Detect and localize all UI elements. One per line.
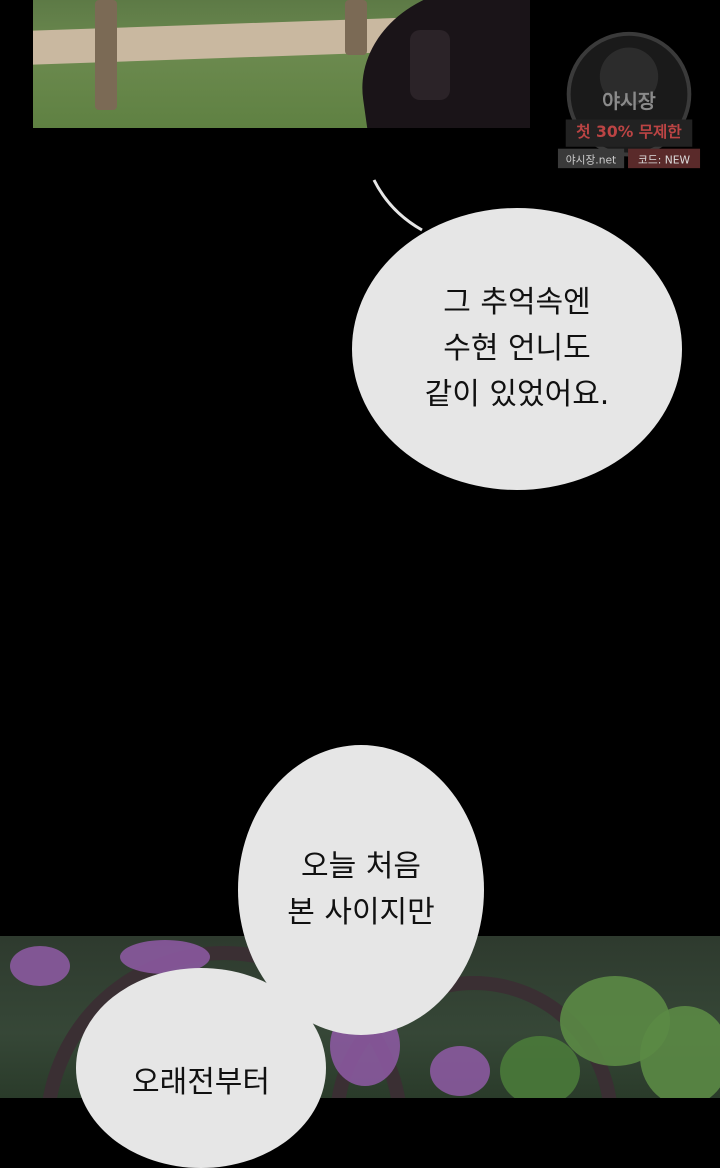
bubble-tail-line [372,179,423,232]
top-illustration-panel [33,0,530,128]
bubble-line: 본 사이지만 [287,895,435,930]
bubble-line: 오늘 처음 [301,849,421,884]
speech-bubble-long-ago: 오래전부터 [76,968,326,1168]
watermark-promo: 첫 30% 무제한 [576,122,682,141]
speech-bubble-memory: 그 추억속엔 수현 언니도 같이 있었어요. [352,208,682,490]
tree-trunk [345,0,367,55]
wisteria-flower [430,1046,490,1096]
bubble-line: 그 추억속엔 [443,285,591,320]
watermark-code: 코드: NEW [638,153,690,166]
bubble-line: 수현 언니도 [443,331,591,366]
foliage [500,1036,580,1098]
watermark-seal-icon: 야시장 첫 30% 무제한 야시장.net 코드: NEW [557,31,701,169]
watermark-brand: 야시장 [602,90,656,113]
character-hand [410,30,450,100]
wisteria-flower [10,946,70,986]
watermark-site: 야시장.net [566,153,616,166]
bubble-line: 오래전부터 [132,1065,270,1100]
speech-bubble-first-meeting: 오늘 처음 본 사이지만 [238,745,484,1035]
tree-trunk [95,0,117,110]
bubble-line: 같이 있었어요. [424,377,610,412]
watermark-logo: 야시장 첫 30% 무제한 야시장.net 코드: NEW [556,28,702,178]
foliage [640,1006,720,1098]
